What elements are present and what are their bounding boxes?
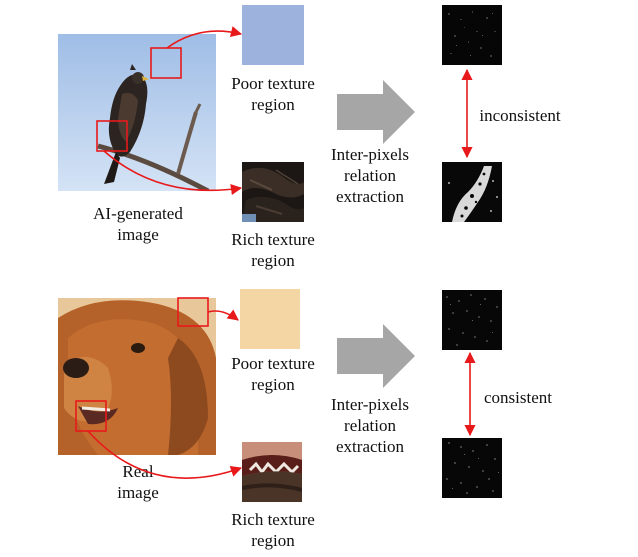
relation-label-top: inconsistent [470, 105, 570, 126]
relation-map-poor-top [442, 5, 502, 65]
label-line: region [251, 531, 295, 550]
label-line: region [251, 375, 295, 394]
label-line: inconsistent [479, 106, 561, 125]
relation-map-rich-bottom [442, 438, 502, 498]
label-line: consistent [484, 388, 552, 407]
dog-illustration [58, 298, 216, 455]
label-line: image [117, 225, 159, 244]
label-line: Inter-pixels [330, 395, 410, 414]
label-line: region [251, 95, 295, 114]
feather-texture [242, 162, 304, 222]
relation-map-rich-top [442, 162, 502, 222]
rich-texture-patch-top [242, 162, 304, 222]
relation-label-bottom: consistent [468, 387, 568, 408]
label-line: Inter-pixels [330, 145, 410, 164]
label-line: Real [122, 462, 154, 481]
label-line: relation [344, 416, 396, 435]
real-image [58, 298, 216, 455]
ai-generated-image-label: AI-generated image [78, 203, 198, 245]
label-line: AI-generated [93, 204, 183, 223]
label-line: extraction [336, 437, 404, 456]
sparse-noise-texture [442, 5, 502, 65]
process-label-top: Inter-pixels relation extraction [310, 144, 430, 207]
poor-texture-patch-bottom [240, 289, 300, 349]
real-image-label: Real image [78, 461, 198, 503]
label-line: image [117, 483, 159, 502]
poor-texture-label-bottom: Poor texture region [213, 353, 333, 395]
rich-texture-patch-bottom [242, 442, 302, 502]
label-line: Rich texture [231, 510, 315, 529]
sparse-noise-texture [442, 438, 502, 498]
ai-generated-image [58, 34, 216, 191]
process-label-bottom: Inter-pixels relation extraction [310, 394, 430, 457]
poor-texture-patch-top [242, 5, 304, 65]
label-line: Rich texture [231, 230, 315, 249]
rich-texture-label-top: Rich texture region [213, 229, 333, 271]
relation-map-poor-bottom [442, 290, 502, 350]
mouth-texture [242, 442, 302, 502]
sparse-noise-texture [442, 290, 502, 350]
dense-noise-texture [442, 162, 502, 222]
poor-texture-label-top: Poor texture region [213, 73, 333, 115]
label-line: Poor texture [231, 74, 315, 93]
label-line: relation [344, 166, 396, 185]
bird-illustration [58, 34, 216, 191]
process-arrow-top [337, 80, 415, 144]
label-line: region [251, 251, 295, 270]
rich-texture-label-bottom: Rich texture region [213, 509, 333, 551]
label-line: extraction [336, 187, 404, 206]
process-arrow-bottom [337, 324, 415, 388]
label-line: Poor texture [231, 354, 315, 373]
